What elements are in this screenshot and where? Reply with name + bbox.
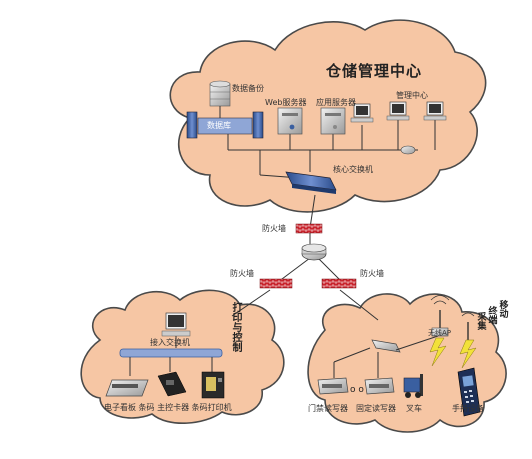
database-icon: [186, 80, 264, 139]
right-site-title-2: 终端: [486, 306, 497, 324]
gate-reader-label: 门禁读写器: [308, 404, 348, 413]
workstation-icon: [161, 312, 191, 337]
firewall-icon: [259, 278, 293, 289]
web-server-label: Web服务器: [265, 98, 307, 107]
wireless-ap-icon: [430, 295, 450, 337]
server-icon: [277, 107, 303, 135]
lightning-icon: [429, 337, 447, 367]
center-title: 仓储管理中心: [326, 62, 423, 80]
app-server-label: 应用服务器: [316, 98, 356, 107]
forklift-icon: [403, 374, 423, 398]
lightning-icon: [459, 339, 477, 369]
left-device-labels: 电子看板 条码 主控卡器 条码打印机: [104, 403, 232, 412]
router-icon: [400, 145, 416, 155]
left-site-title: 打印与控制: [230, 302, 241, 352]
switch-icon: [285, 171, 337, 194]
server-icon: [320, 107, 346, 135]
right-site-title-3: 采集: [475, 312, 486, 330]
left-firewall-label: 防火墙: [230, 269, 254, 278]
right-site-cloud: [307, 293, 507, 433]
display-board-icon: [105, 379, 149, 397]
card-reader-icon: [157, 371, 187, 397]
right-site-title-1: 移动: [497, 300, 508, 318]
wireless-ap-icon: [461, 312, 475, 340]
workstation-icon: [350, 103, 374, 123]
edge-switch-label: 接入交换机: [150, 338, 190, 347]
workstation-icon: [386, 101, 410, 121]
card-reader-icon: [317, 377, 349, 395]
router-icon: [301, 243, 327, 261]
data-backup-label: 数据备份: [232, 84, 264, 93]
switch-icon: [371, 339, 401, 353]
mgmt-center-label: 管理中心: [396, 91, 428, 100]
svg-text:o o o: o o o: [350, 385, 373, 395]
card-reader-icon: [364, 377, 395, 395]
printer-icon: [201, 371, 225, 399]
forklift-label: 叉车: [406, 404, 422, 413]
core-switch-label: 核心交换机: [333, 165, 373, 174]
workstation-icon: [423, 101, 447, 121]
center-firewall-label: 防火墙: [262, 224, 286, 233]
handheld-scanner-icon: [457, 367, 481, 417]
firewall-icon: [321, 278, 357, 289]
switch-icon: [119, 348, 223, 358]
ap-label: 无线AP: [428, 329, 452, 337]
database-label: 数据库: [207, 121, 231, 130]
firewall-icon: [295, 223, 323, 234]
handheld-label: 手持设备: [452, 404, 484, 413]
right-firewall-label: 防火墙: [360, 269, 384, 278]
fixed-reader-label: 固定读写器: [356, 404, 396, 413]
